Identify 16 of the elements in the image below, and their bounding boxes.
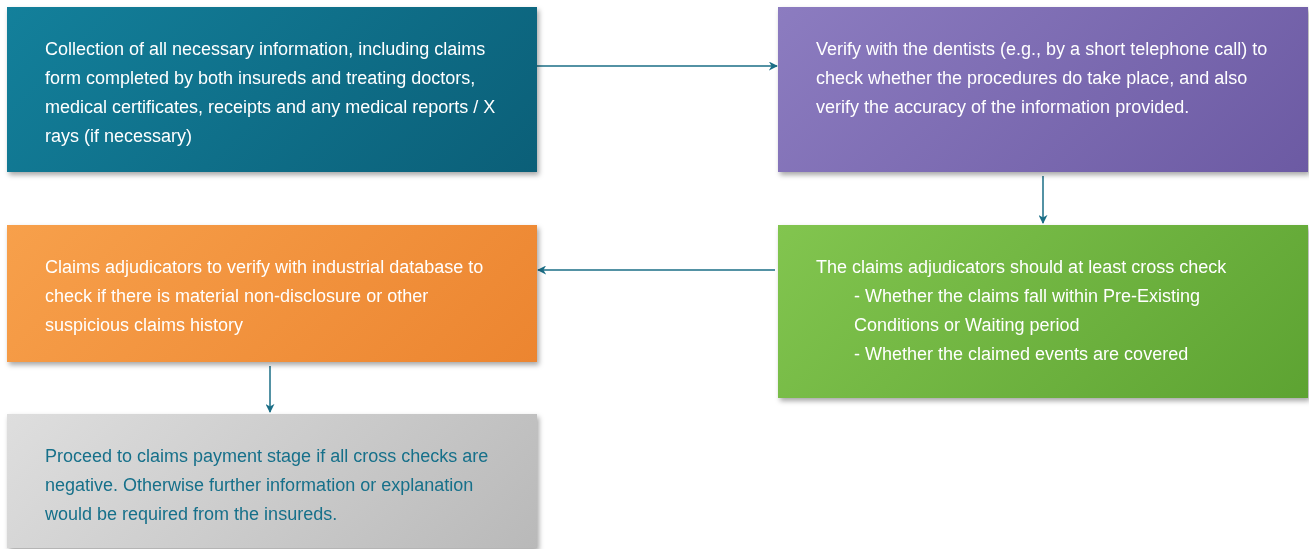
- box-text: The claims adjudicators should at least cross check: [816, 256, 1228, 279]
- bullet-text: - Whether the claims fall within Pre-Existing Conditions or Waiting period: [853, 285, 1202, 337]
- box-text: Collection of all necessary information, including claims form completed by both insureds and treating doctors, medical certificates, receipts and any medical reports / X rays (if necessary): [45, 38, 497, 148]
- box-text: Proceed to claims payment stage if all cross checks are negative. Otherwise further information or explanation would be required from the insureds.: [45, 445, 490, 526]
- arrow: [265, 365, 275, 413]
- process-box: [7, 225, 537, 362]
- bullet-text: - Whether the claimed events are covered: [853, 343, 1190, 366]
- process-box: [778, 7, 1308, 172]
- arrow: [1038, 175, 1048, 224]
- arrow: [536, 61, 778, 71]
- box-text: Verify with the dentists (e.g., by a short telephone call) to check whether the procedures do take place, and also verify the accuracy of the information provided.: [816, 38, 1269, 119]
- box-text: Claims adjudicators to verify with industrial database to check if there is material non-disclosure or other suspicious claims history: [45, 256, 485, 337]
- process-box: [7, 7, 537, 172]
- process-box: [7, 414, 537, 548]
- process-box: [778, 225, 1308, 398]
- arrow: [537, 265, 776, 275]
